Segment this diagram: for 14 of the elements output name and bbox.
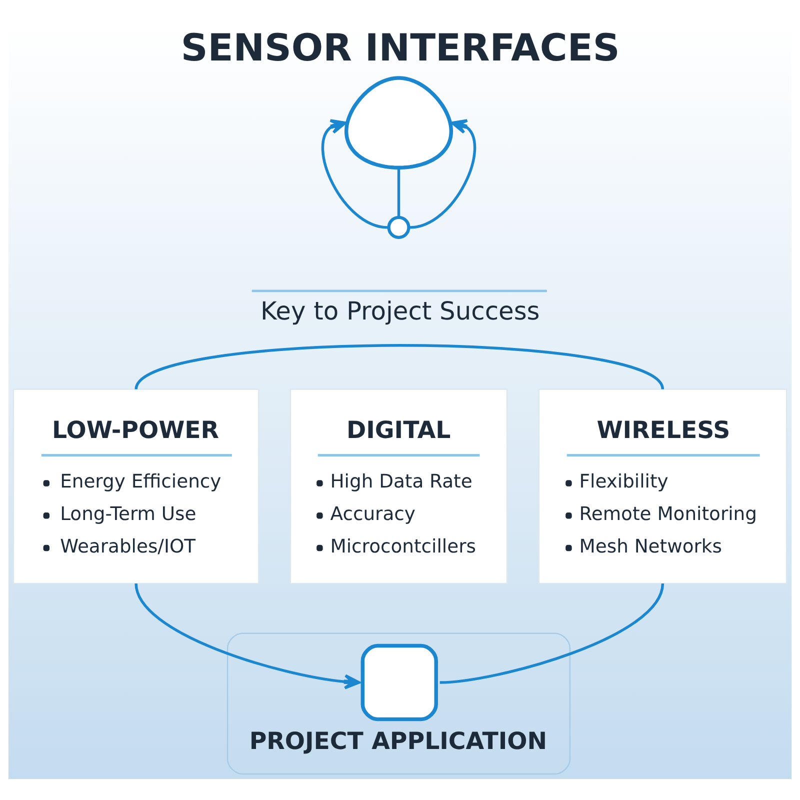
connector [397, 167, 400, 217]
connector [440, 582, 664, 684]
arrow [410, 118, 476, 228]
node-box: PROJECT APPLICATION [226, 632, 571, 774]
node-box: LOW-POWER Energy Efficiency Long-Term Use Wearables/IOT [12, 388, 260, 584]
label: Key to Project Success [260, 296, 540, 326]
node-box: WIRELESS Flexibility Remote Monitoring Mesh Networks [538, 388, 788, 584]
node-circle [387, 215, 410, 238]
node-picture [344, 76, 454, 170]
diagram-title: SENSOR INTERFACES [180, 25, 620, 70]
arrow [321, 118, 388, 228]
node-box: DIGITAL High Data Rate Accuracy Microcontcillers [290, 388, 508, 584]
arrow [134, 582, 360, 689]
connector [134, 344, 664, 390]
